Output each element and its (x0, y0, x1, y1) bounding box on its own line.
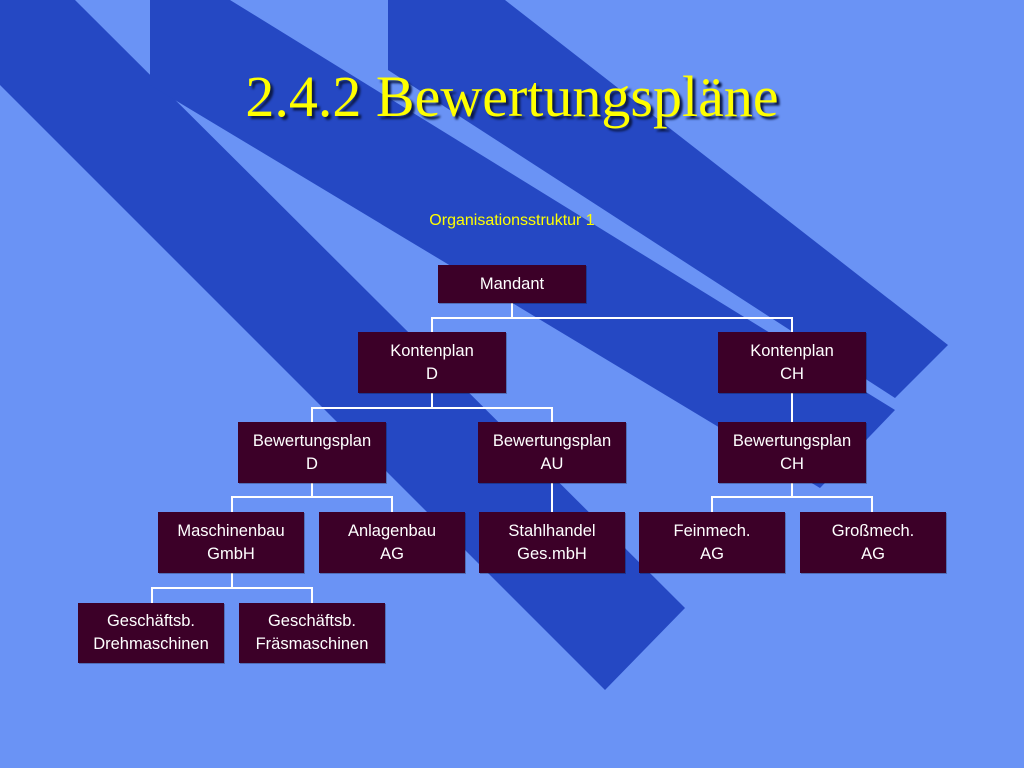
org-node-bewertungsplan-d: Bewertungsplan D (238, 422, 386, 483)
org-node-label: GmbH (207, 544, 255, 563)
org-node-label: Geschäftsb. (267, 612, 357, 630)
org-node-label: Anlagenbau (347, 521, 437, 540)
org-node-stahlhandel: Stahlhandel Ges.mbH (479, 512, 625, 573)
background-stripe (388, 0, 948, 398)
diagram-subtitle: Organisationsstruktur 1 (429, 212, 595, 229)
org-node-label: Mandant (479, 274, 545, 293)
org-node-kontenplan-d: Kontenplan D (358, 332, 506, 393)
org-node-label: Geschäftsb. (106, 612, 196, 630)
org-node-kontenplan-ch: Kontenplan CH (718, 332, 866, 393)
connector-bp-ch-bus (711, 496, 873, 512)
org-node-label: D (306, 454, 318, 473)
org-node-bewertungsplan-ch: Bewertungsplan CH (718, 422, 866, 483)
connector-mandant-bus (431, 317, 793, 332)
org-node-label: AG (861, 544, 885, 563)
org-node-label: Maschinenbau (177, 521, 285, 540)
connector-kp-d-bus (311, 407, 553, 422)
org-node-geschaeftsb-drehmaschinen: Geschäftsb. Drehmaschinen (78, 603, 224, 663)
slide-title: 2.4.2 Bewertungspläne (245, 64, 779, 129)
connector-maschinenbau-bus (151, 587, 313, 603)
org-node-maschinenbau: Maschinenbau GmbH (158, 512, 304, 573)
org-node-label: Bewertungsplan (252, 431, 372, 450)
background-stripe (150, 0, 895, 488)
org-node-label: Drehmaschinen (93, 635, 209, 653)
org-node-anlagenbau: Anlagenbau AG (319, 512, 465, 573)
org-node-label: AU (540, 454, 564, 473)
org-node-grossmech: Großmech. AG (800, 512, 946, 573)
org-node-label: Feinmech. (673, 521, 751, 540)
org-node-label: Großmech. (831, 521, 915, 540)
org-node-mandant: Mandant (438, 265, 586, 303)
org-node-geschaeftsb-fraesmaschinen: Geschäftsb. Fräsmaschinen (239, 603, 385, 663)
org-node-label: CH (780, 454, 804, 473)
org-node-label: Kontenplan (390, 341, 474, 360)
org-node-label: Kontenplan (750, 341, 834, 360)
org-node-bewertungsplan-au: Bewertungsplan AU (478, 422, 626, 483)
org-node-label: Stahlhandel (508, 521, 596, 540)
org-node-label: Bewertungsplan (492, 431, 612, 450)
org-node-label: CH (780, 364, 804, 383)
org-node-label: Bewertungsplan (732, 431, 852, 450)
connector-bp-d-bus (231, 496, 393, 512)
org-node-feinmech: Feinmech. AG (639, 512, 785, 573)
org-node-label: AG (700, 544, 724, 563)
org-node-label: Ges.mbH (517, 544, 587, 563)
org-node-label: D (426, 364, 438, 383)
org-node-label: AG (380, 544, 404, 563)
org-node-label: Fräsmaschinen (255, 635, 369, 653)
